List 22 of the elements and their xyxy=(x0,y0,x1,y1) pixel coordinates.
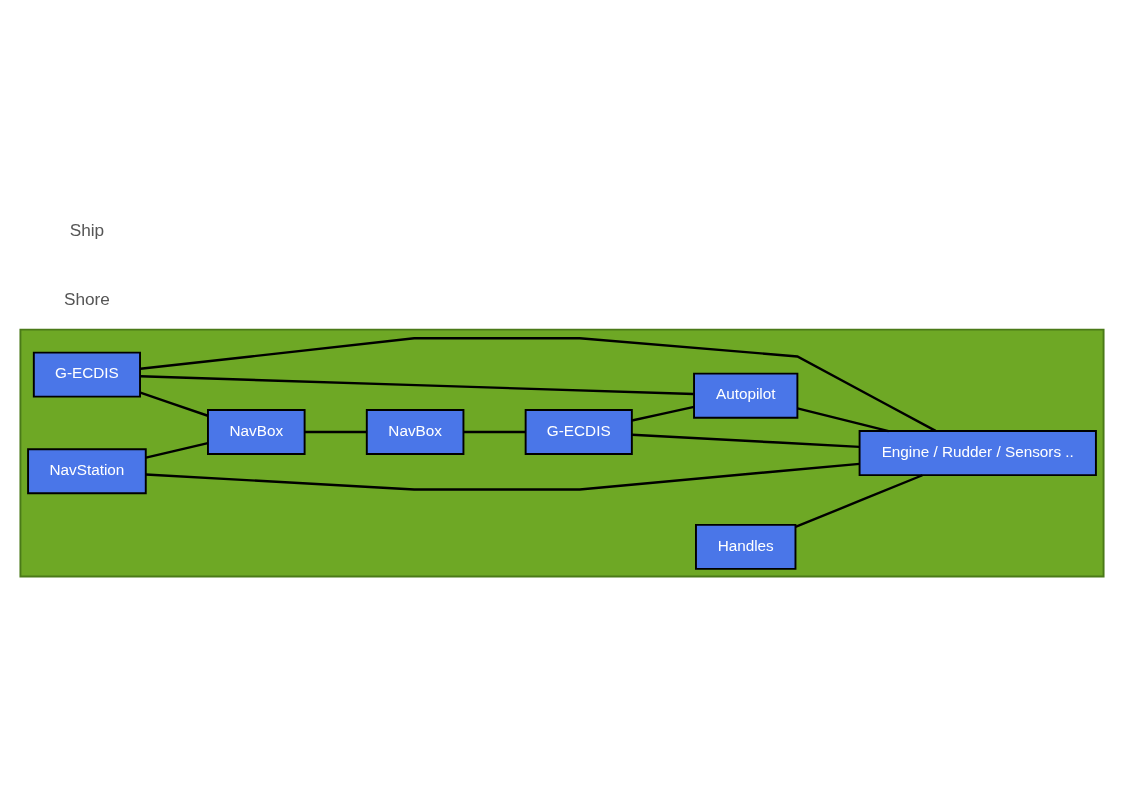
node-box: Autopilot xyxy=(693,372,799,419)
connector xyxy=(140,375,694,396)
cluster xyxy=(19,328,1105,578)
connector xyxy=(145,442,209,459)
connector xyxy=(140,337,937,432)
node-box: NavBox xyxy=(207,409,306,455)
node-box: G-ECDIS xyxy=(32,351,141,398)
label: Shore xyxy=(63,289,110,310)
node-box: NavStation xyxy=(27,448,147,495)
label: Ship xyxy=(69,220,105,241)
connector xyxy=(463,430,526,434)
connector xyxy=(140,391,209,417)
connector xyxy=(631,405,695,422)
node-box: Engine / Rudder / Sensors .. xyxy=(858,430,1097,477)
connector xyxy=(797,407,889,433)
connector xyxy=(631,433,860,449)
connector xyxy=(304,430,367,434)
connector xyxy=(795,474,923,529)
node-box: G-ECDIS xyxy=(524,409,633,455)
connector xyxy=(145,462,860,491)
node-box: NavBox xyxy=(365,409,465,455)
node-box: Handles xyxy=(695,523,797,570)
